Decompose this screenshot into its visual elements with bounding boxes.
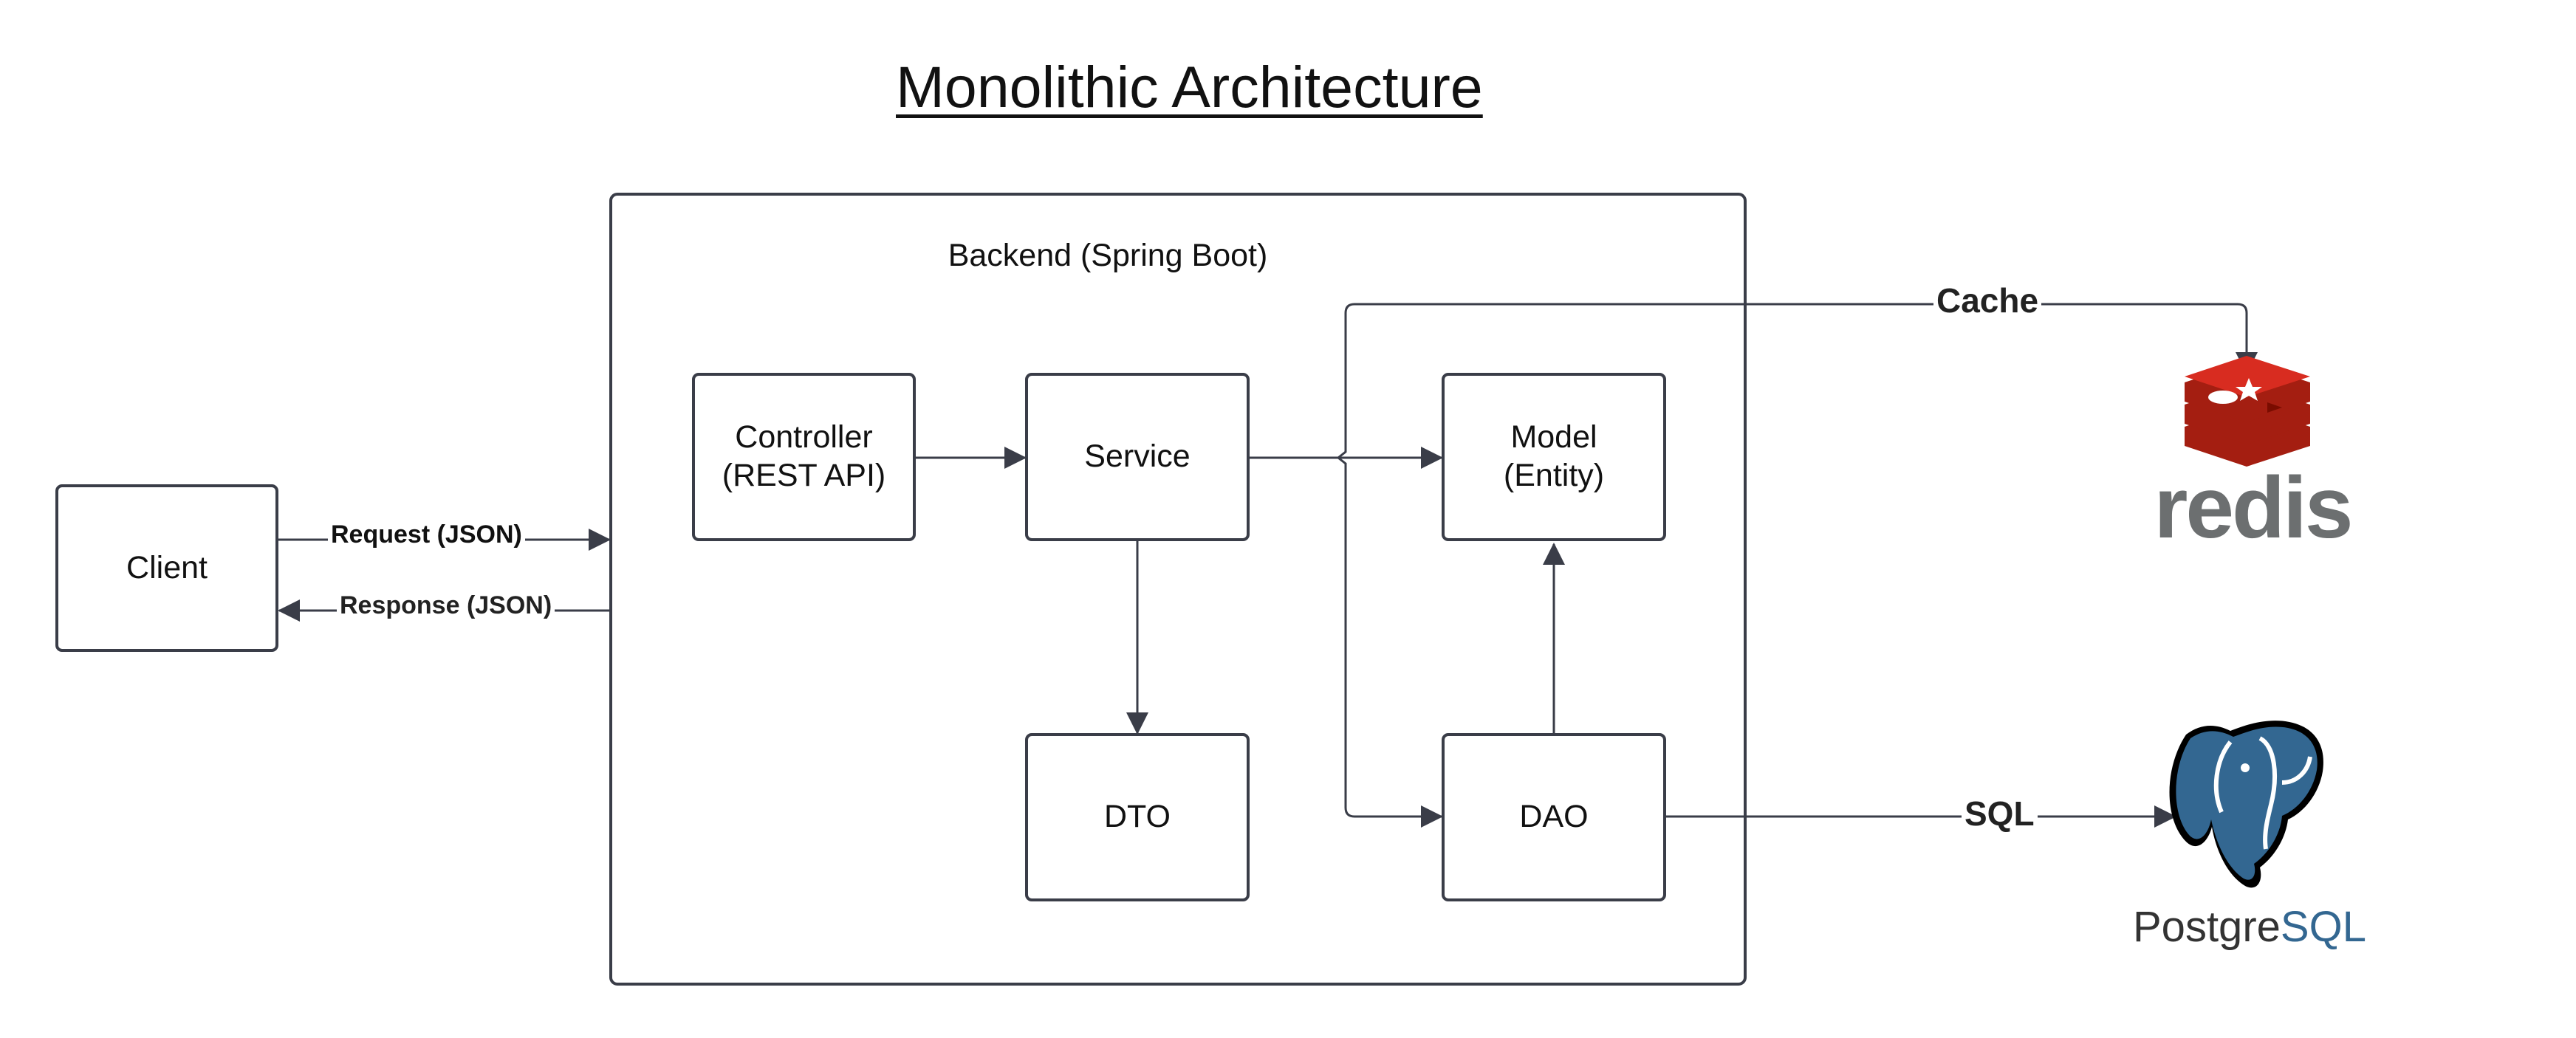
controller-node: Controller (REST API) bbox=[692, 373, 916, 541]
model-node: Model (Entity) bbox=[1442, 373, 1666, 541]
service-to-dao-connector bbox=[1337, 456, 1443, 828]
service-node: Service bbox=[1025, 373, 1250, 541]
client-node: Client bbox=[55, 484, 278, 652]
sql-label: SQL bbox=[1962, 794, 2038, 834]
model-sublabel: (Entity) bbox=[1503, 458, 1605, 493]
redis-logo-icon bbox=[2185, 356, 2310, 467]
dto-label: DTO bbox=[1104, 799, 1171, 835]
request-label: Request (JSON) bbox=[328, 520, 525, 549]
dto-node: DTO bbox=[1025, 733, 1250, 901]
redis-wordmark: redis bbox=[2154, 459, 2353, 557]
dao-node: DAO bbox=[1442, 733, 1666, 901]
backend-container bbox=[609, 193, 1747, 986]
postgresql-elephant-icon bbox=[2169, 721, 2323, 888]
controller-label: Controller bbox=[735, 419, 873, 456]
cache-connector bbox=[1337, 303, 2258, 459]
client-label: Client bbox=[126, 549, 208, 585]
backend-label: Backend (Spring Boot) bbox=[948, 238, 1268, 273]
controller-sublabel: (REST API) bbox=[722, 458, 886, 493]
response-label: Response (JSON) bbox=[337, 591, 555, 620]
postgresql-wordmark: PostgreSQL bbox=[2133, 902, 2366, 952]
service-label: Service bbox=[1084, 439, 1191, 475]
dao-label: DAO bbox=[1519, 799, 1589, 835]
postgresql-wordmark-part2: SQL bbox=[2280, 903, 2366, 951]
postgresql-wordmark-part1: Postgre bbox=[2133, 903, 2281, 951]
model-label: Model bbox=[1510, 419, 1597, 456]
cache-label: Cache bbox=[1933, 281, 2042, 320]
page-title: Monolithic Architecture bbox=[896, 54, 1483, 120]
